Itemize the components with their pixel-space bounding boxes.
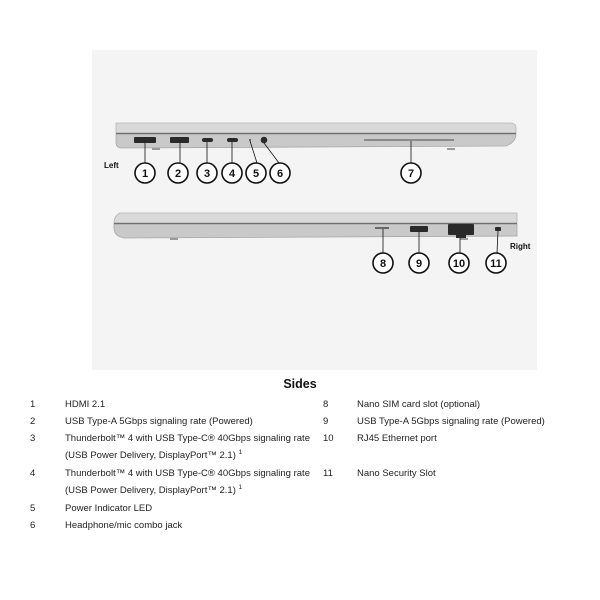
vent-icon (364, 139, 454, 141)
footnote-marker: 1 (238, 483, 243, 491)
spec-number: 1 (30, 399, 36, 410)
spec-item-5: 5 Power Indicator LED (30, 502, 320, 515)
svg-text:8: 8 (380, 258, 386, 270)
left-side-view: 1 2 3 4 5 6 7 Left (104, 122, 517, 184)
spec-text-line2: (USB Power Delivery, DisplayPort™ 2.1) 1 (65, 483, 243, 496)
spec-text: Headphone/mic combo jack (65, 520, 183, 531)
usb-a-port-icon (170, 137, 189, 143)
callout-8: 8 (372, 252, 394, 274)
spec-text-line2: (USB Power Delivery, DisplayPort™ 2.1) 1 (65, 448, 243, 461)
spec-text: Thunderbolt™ 4 with USB Type-C® 40Gbps s… (65, 433, 310, 444)
led-icon (249, 139, 251, 141)
footnote-marker: 1 (238, 448, 243, 456)
spec-item-9: 9 USB Type-A 5Gbps signaling rate (Power… (323, 415, 593, 428)
right-side-view: 8 9 10 11 Right (113, 212, 531, 274)
callout-9: 9 (408, 252, 430, 274)
left-label: Left (104, 161, 119, 170)
svg-text:3: 3 (204, 168, 210, 180)
spec-number: 3 (30, 433, 36, 444)
callout-2: 2 (167, 162, 189, 184)
spec-text: Nano Security Slot (357, 468, 436, 479)
callout-6: 6 (269, 162, 291, 184)
spec-number: 10 (323, 433, 334, 444)
callout-5: 5 (245, 162, 267, 184)
spec-number: 11 (323, 468, 333, 479)
svg-text:7: 7 (408, 168, 414, 180)
right-label: Right (510, 242, 531, 251)
callout-11: 11 (485, 252, 507, 274)
spec-text: HDMI 2.1 (65, 399, 106, 410)
hdmi-port-icon (134, 137, 156, 143)
security-slot-icon (495, 227, 501, 231)
laptop-sides-figure: 1 2 3 4 5 6 7 Left (92, 50, 537, 370)
audio-jack-icon (260, 136, 268, 144)
ethernet-port-icon (448, 224, 474, 238)
svg-text:9: 9 (416, 258, 422, 270)
spec-text: Power Indicator LED (65, 503, 153, 514)
svg-text:4: 4 (229, 168, 236, 180)
usb-a-port-icon (410, 226, 428, 232)
section-title: Sides (283, 377, 317, 391)
spec-item-6: 6 Headphone/mic combo jack (30, 519, 320, 532)
spec-text: RJ45 Ethernet port (357, 433, 437, 444)
laptop-sides-illustration: 1 2 3 4 5 6 7 Left (104, 122, 531, 274)
spec-text: USB Type-A 5Gbps signaling rate (Powered… (357, 416, 545, 427)
spec-item-10: 10 RJ45 Ethernet port (323, 432, 593, 445)
sim-slot-icon (375, 227, 389, 229)
spec-item-11: 11 Nano Security Slot (323, 467, 593, 480)
callout-1: 1 (134, 162, 156, 184)
spec-number: 5 (30, 503, 36, 514)
spec-number: 9 (323, 416, 329, 427)
spec-item-3: 3 Thunderbolt™ 4 with USB Type-C® 40Gbps… (30, 432, 320, 462)
svg-text:6: 6 (277, 168, 283, 180)
spec-number: 6 (30, 520, 36, 531)
callout-4: 4 (221, 162, 243, 184)
spec-text: USB Type-A 5Gbps signaling rate (Powered… (65, 416, 253, 427)
spec-number: 4 (30, 468, 36, 479)
spec-item-2: 2 USB Type-A 5Gbps signaling rate (Power… (30, 415, 320, 428)
callout-7: 7 (400, 162, 422, 184)
callout-3: 3 (196, 162, 218, 184)
spec-item-8: 8 Nano SIM card slot (optional) (323, 398, 593, 411)
svg-text:11: 11 (490, 258, 502, 270)
callout-10: 10 (448, 252, 470, 274)
svg-text:2: 2 (175, 168, 181, 180)
svg-text:10: 10 (453, 258, 465, 270)
spec-number: 8 (323, 399, 329, 410)
svg-text:5: 5 (253, 168, 259, 180)
spec-item-4: 4 Thunderbolt™ 4 with USB Type-C® 40Gbps… (30, 467, 320, 497)
spec-item-1: 1 HDMI 2.1 (30, 398, 320, 411)
usb-c-port-icon (202, 138, 213, 142)
svg-text:1: 1 (142, 168, 148, 180)
usb-c-port-icon (227, 138, 238, 142)
spec-text: Thunderbolt™ 4 with USB Type-C® 40Gbps s… (65, 468, 310, 479)
spec-text: Nano SIM card slot (optional) (357, 399, 481, 410)
spec-number: 2 (30, 416, 36, 427)
